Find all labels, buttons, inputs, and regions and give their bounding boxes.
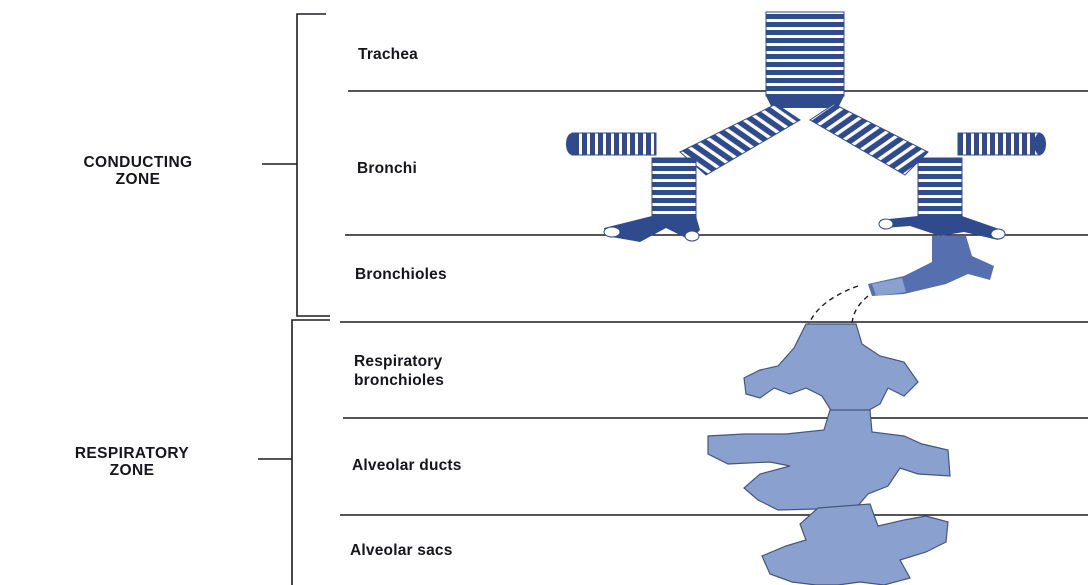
alveolar-sacs-illustration (762, 504, 948, 585)
respiratory-zone-label-line: RESPIRATORY (10, 445, 254, 462)
region-label-respiratory-bronchioles: Respiratory bronchioles (354, 352, 444, 390)
region-label-bronchioles: Bronchioles (355, 265, 447, 284)
respiratory-zone-bracket (258, 320, 330, 585)
region-label-alveolar-ducts: Alveolar ducts (352, 456, 462, 475)
respiratory-zone-label-line: ZONE (10, 462, 254, 479)
conducting-zone-label: CONDUCTING ZONE (20, 154, 256, 188)
respiratory-bronchioles-illustration (744, 324, 918, 414)
trachea-illustration (766, 12, 844, 108)
region-label-line: bronchioles (354, 371, 444, 390)
alveolar-ducts-illustration (708, 410, 950, 510)
region-label-bronchi: Bronchi (357, 159, 417, 178)
region-label-line: Respiratory (354, 352, 444, 371)
region-label-line: Alveolar sacs (350, 541, 453, 560)
region-label-line: Bronchi (357, 159, 417, 178)
conducting-zone-label-line: ZONE (20, 171, 256, 188)
respiratory-zone-label: RESPIRATORY ZONE (10, 445, 254, 479)
region-label-line: Alveolar ducts (352, 456, 462, 475)
bronchi-illustration (566, 104, 1046, 242)
region-label-alveolar-sacs: Alveolar sacs (350, 541, 453, 560)
bronchioles-illustration (808, 236, 994, 326)
region-label-trachea: Trachea (358, 45, 418, 64)
region-label-line: Trachea (358, 45, 418, 64)
conducting-zone-bracket (262, 14, 330, 316)
conducting-zone-label-line: CONDUCTING (20, 154, 256, 171)
region-label-line: Bronchioles (355, 265, 447, 284)
